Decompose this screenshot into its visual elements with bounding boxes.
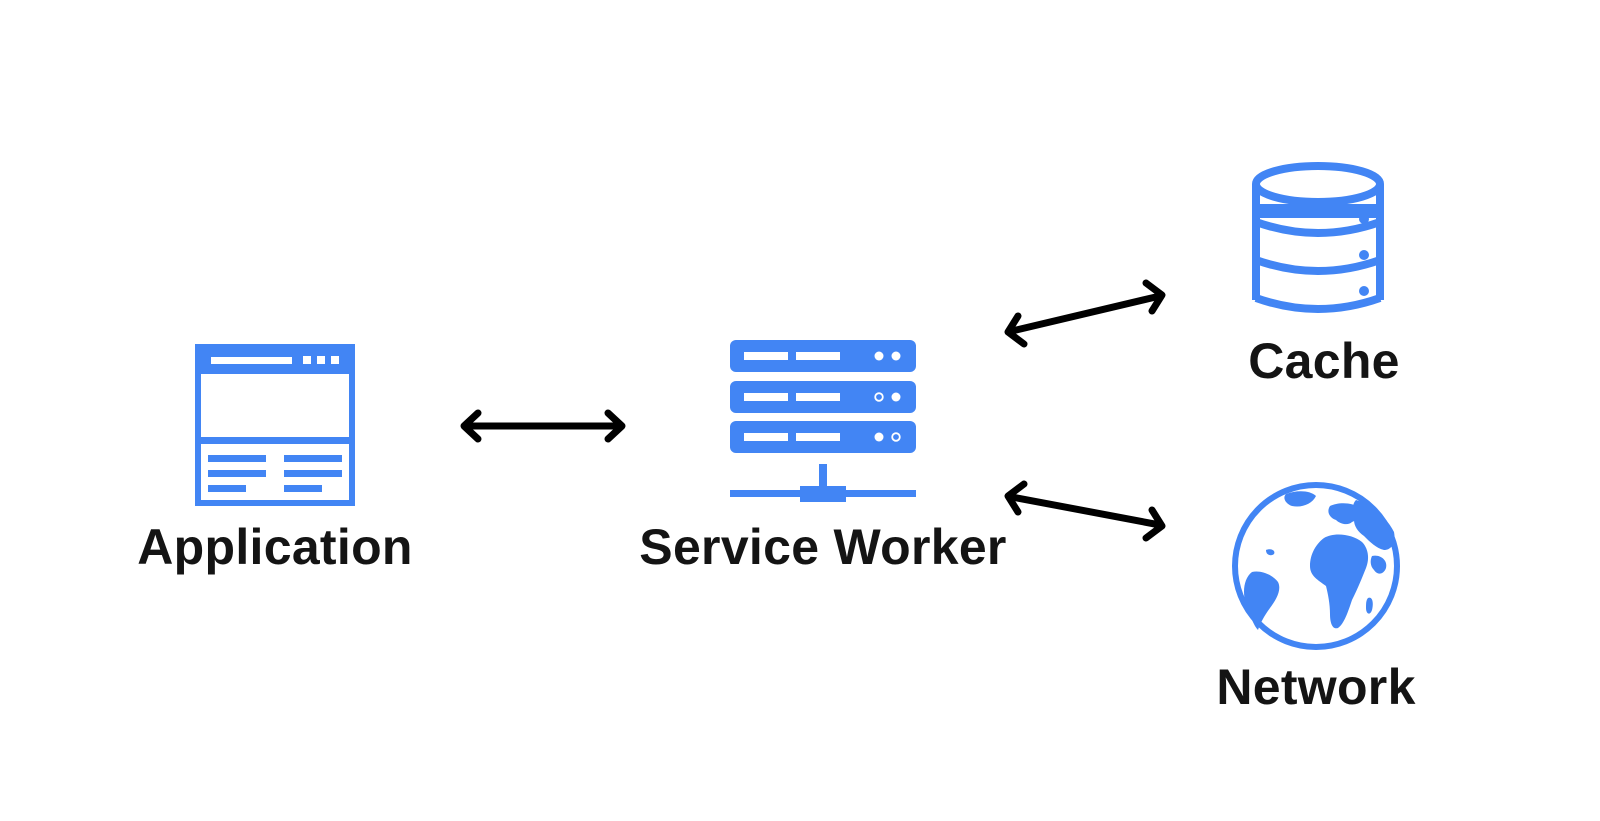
arrow-application-service-worker [460,409,626,443]
server-stack-icon [730,340,916,508]
service-worker-label: Service Worker [639,519,1007,575]
database-icon [1250,162,1386,322]
browser-window-icon [195,344,355,506]
application-label: Application [137,519,413,575]
arrow-service-worker-cache [1004,279,1166,348]
globe-icon [1230,480,1402,652]
cache-label: Cache [1248,333,1400,389]
arrow-service-worker-network [1004,480,1166,542]
network-label: Network [1216,659,1416,715]
